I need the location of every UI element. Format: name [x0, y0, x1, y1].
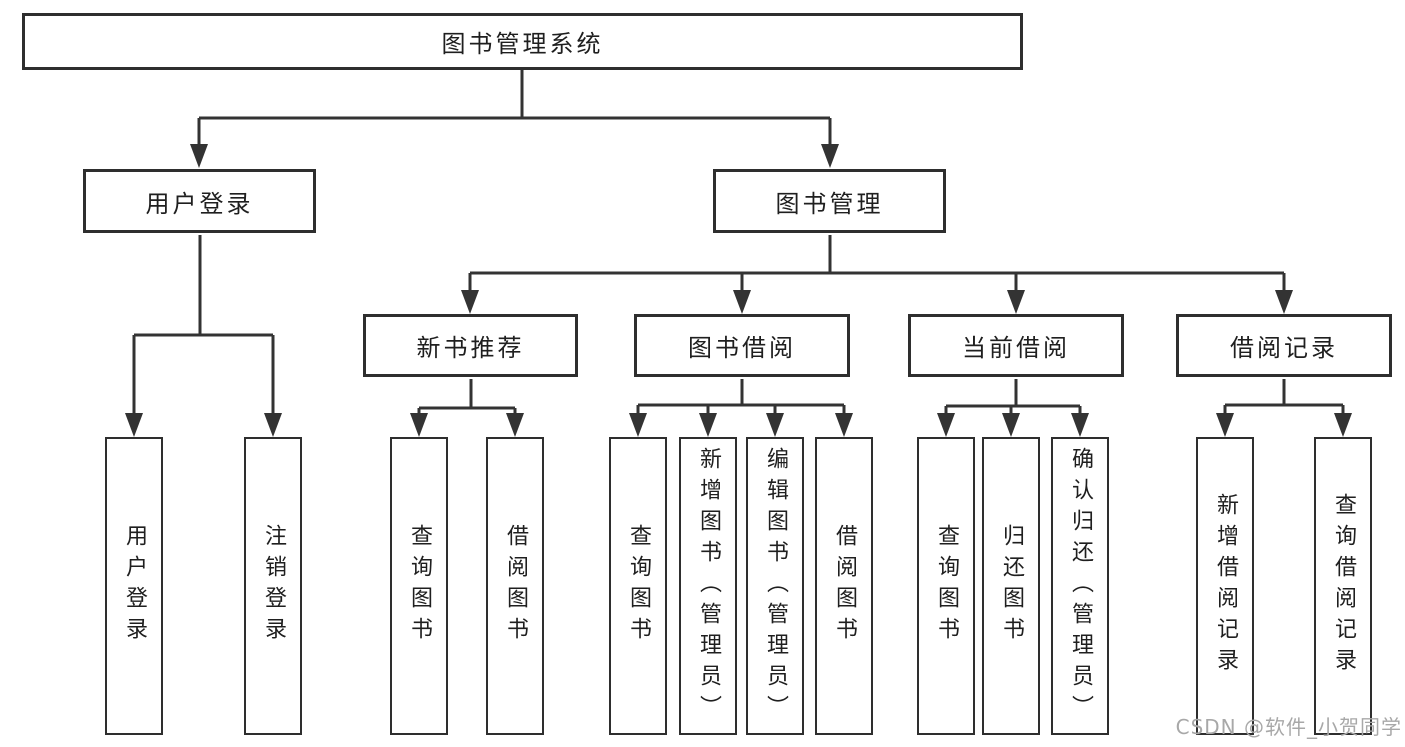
- node-label: 借阅图书: [832, 524, 857, 648]
- node-label: 新书推荐: [416, 334, 525, 362]
- node-user-login: 用户登录: [83, 169, 316, 233]
- node-current-borrowing: 当前借阅: [908, 314, 1124, 377]
- node-label: 图书管理: [775, 189, 884, 218]
- leaf-add-borrow-record: 新增借阅记录: [1196, 437, 1254, 735]
- node-label: 查询图书: [934, 524, 959, 648]
- connector-user-login-children: [132, 235, 275, 417]
- node-label: 确认归还（管理员）: [1068, 446, 1093, 726]
- leaf-rec-borrow-books: 借阅图书: [486, 437, 544, 735]
- connector-borrowing-children: [636, 379, 846, 416]
- node-label: 借阅图书: [503, 524, 528, 648]
- node-label: 新增图书（管理员）: [696, 446, 721, 726]
- connector-records-children: [1223, 379, 1345, 416]
- node-label: 借阅记录: [1230, 334, 1338, 362]
- leaf-return-book: 归还图书: [982, 437, 1040, 735]
- node-label: 编辑图书（管理员）: [763, 446, 788, 726]
- node-label: 用户登录: [122, 524, 147, 648]
- leaf-confirm-return-admin: 确认归还（管理员）: [1051, 437, 1109, 735]
- node-label: 注销登录: [261, 524, 286, 648]
- node-label: 图书借阅: [688, 334, 796, 362]
- node-label: 用户登录: [145, 189, 254, 218]
- node-library-management-system: 图书管理系统: [22, 13, 1023, 70]
- node-borrowing-records: 借阅记录: [1176, 314, 1392, 377]
- node-label: 查询借阅记录: [1331, 493, 1356, 679]
- leaf-rec-search-books: 查询图书: [390, 437, 448, 735]
- leaf-borrow-search-books: 查询图书: [609, 437, 667, 735]
- leaf-logout: 注销登录: [244, 437, 302, 735]
- leaf-search-borrow-record: 查询借阅记录: [1314, 437, 1372, 735]
- node-label: 查询图书: [407, 524, 432, 648]
- csdn-watermark: CSDN @软件_小贺同学: [1175, 715, 1402, 739]
- arrowheads: [125, 144, 1352, 437]
- node-new-book-recommendation: 新书推荐: [363, 314, 578, 377]
- connector-current-children: [944, 379, 1082, 416]
- node-label: 归还图书: [999, 524, 1024, 648]
- node-label: 当前借阅: [962, 334, 1070, 362]
- leaf-user-login: 用户登录: [105, 437, 163, 735]
- node-label: 新增借阅记录: [1213, 493, 1238, 679]
- leaf-add-book-admin: 新增图书（管理员）: [679, 437, 737, 735]
- node-book-borrowing: 图书借阅: [634, 314, 850, 377]
- connector-root-children: [197, 70, 832, 148]
- leaf-edit-book-admin: 编辑图书（管理员）: [746, 437, 804, 735]
- node-label: 查询图书: [626, 524, 651, 648]
- leaf-current-search-books: 查询图书: [917, 437, 975, 735]
- leaf-borrow-borrow-books: 借阅图书: [815, 437, 873, 735]
- connector-recommendation-children: [417, 379, 517, 416]
- node-label: 图书管理系统: [441, 30, 604, 58]
- connector-book-management-children: [468, 235, 1286, 293]
- node-book-management: 图书管理: [713, 169, 946, 233]
